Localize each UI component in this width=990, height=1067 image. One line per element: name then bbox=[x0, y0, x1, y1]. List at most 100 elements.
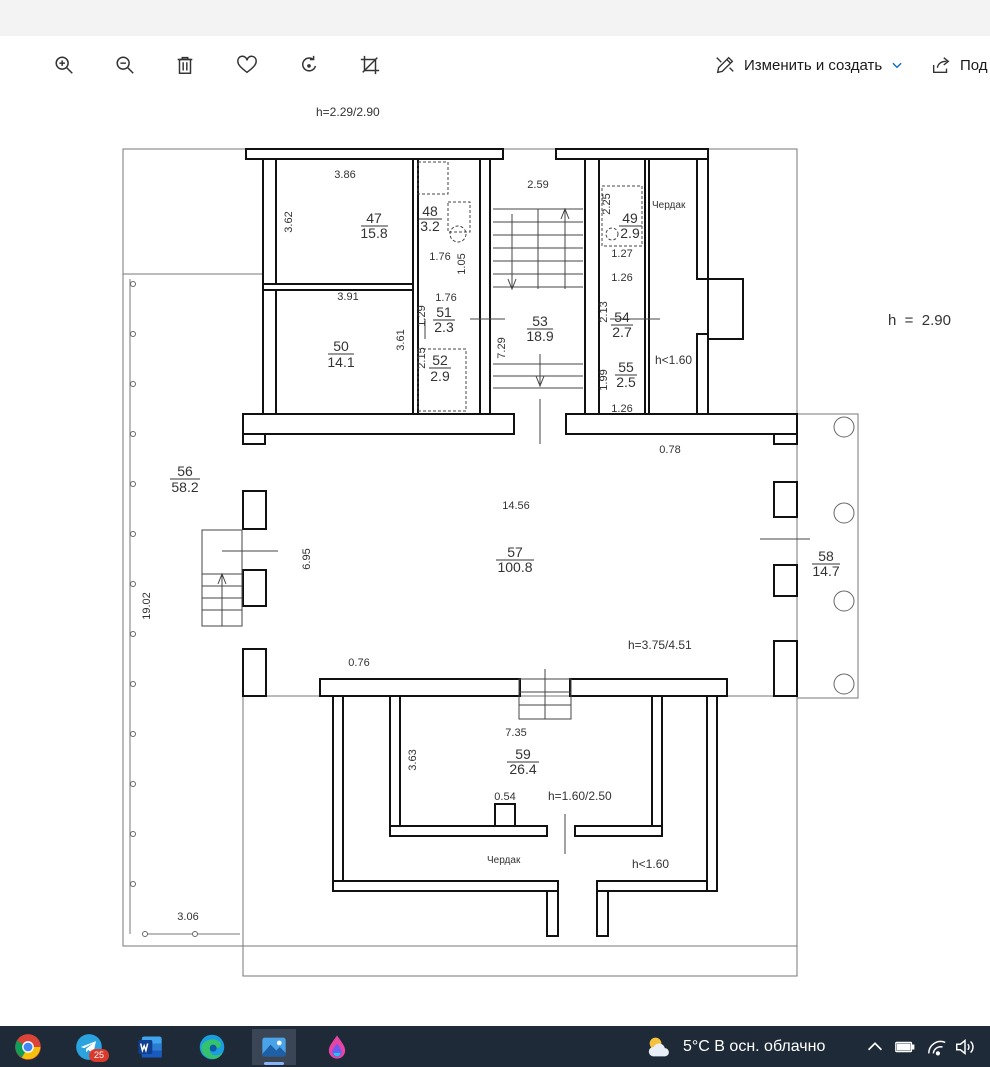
room-47-number: 47 bbox=[366, 210, 382, 226]
room-58-area: 14.7 bbox=[812, 563, 839, 579]
dim-2-59: 2.59 bbox=[527, 179, 548, 191]
height-label-upper-right: h<1.60 bbox=[655, 353, 692, 367]
room-51-number: 51 bbox=[436, 304, 452, 320]
dim-1-99: 1.99 bbox=[598, 369, 610, 390]
weather-widget[interactable]: 5°C В осн. облачно bbox=[645, 1026, 825, 1067]
room-57-area: 100.8 bbox=[497, 559, 532, 575]
photos-icon bbox=[262, 1037, 286, 1057]
speaker-icon bbox=[956, 1038, 974, 1055]
room-47-area: 15.8 bbox=[360, 225, 387, 241]
dim-3-62: 3.62 bbox=[283, 211, 295, 232]
crop-button[interactable] bbox=[355, 50, 385, 80]
attic-label-bottom: Чердак bbox=[487, 855, 521, 866]
weather-text: 5°C В осн. облачно bbox=[683, 1037, 826, 1055]
room-50-number: 50 bbox=[333, 338, 349, 354]
rotate-icon bbox=[302, 55, 317, 72]
chevron-up-icon bbox=[867, 1041, 883, 1050]
partly-cloudy-icon bbox=[648, 1037, 669, 1056]
share-icon bbox=[932, 57, 950, 74]
room-58-number: 58 bbox=[818, 548, 834, 564]
show-hidden-icons-button[interactable] bbox=[864, 1026, 886, 1067]
rotate-button[interactable] bbox=[294, 50, 324, 80]
dim-3-86: 3.86 bbox=[334, 169, 355, 181]
share-button[interactable]: Под bbox=[930, 51, 988, 79]
zoom-in-button[interactable] bbox=[49, 50, 79, 80]
dim-3-61: 3.61 bbox=[395, 329, 407, 350]
room-48-number: 48 bbox=[422, 203, 438, 219]
telegram-taskbar-button[interactable]: 25 bbox=[67, 1029, 111, 1065]
room-50-area: 14.1 bbox=[327, 354, 354, 370]
dim-1-76a: 1.76 bbox=[429, 251, 450, 263]
heart-icon bbox=[237, 55, 257, 74]
floor-plan-image: h=2.29/2.90 h = 2.90 47 15.8 48 3.2 49 2… bbox=[122, 105, 951, 977]
favorite-button[interactable] bbox=[232, 50, 262, 80]
room-59-height-label: h=1.60/2.50 bbox=[548, 789, 612, 803]
chevron-down-icon bbox=[892, 62, 902, 69]
dim-3-06: 3.06 bbox=[177, 911, 198, 923]
telegram-unread-badge: 25 bbox=[89, 1049, 109, 1062]
room-53-area: 18.9 bbox=[526, 328, 553, 344]
room-54-number: 54 bbox=[614, 309, 630, 325]
edit-create-label: Изменить и создать bbox=[744, 56, 883, 74]
edit-pen-icon bbox=[716, 56, 734, 74]
zoom-out-button[interactable] bbox=[110, 50, 140, 80]
dim-7-29: 7.29 bbox=[496, 337, 508, 358]
dim-1-26a: 1.26 bbox=[611, 272, 632, 284]
dim-0-54: 0.54 bbox=[494, 791, 515, 803]
window-title-strip bbox=[0, 0, 990, 36]
dim-6-95: 6.95 bbox=[301, 548, 313, 569]
room-52-area: 2.9 bbox=[430, 368, 450, 384]
color-drop-icon bbox=[328, 1035, 346, 1059]
plan-right-height: h = 2.90 bbox=[888, 312, 951, 329]
dim-1-76b: 1.76 bbox=[435, 292, 456, 304]
dim-0-78: 0.78 bbox=[659, 444, 680, 456]
share-label: Под bbox=[960, 56, 988, 74]
delete-button[interactable] bbox=[170, 50, 200, 80]
room-51-area: 2.3 bbox=[434, 319, 454, 335]
dim-1-29: 1.29 bbox=[416, 305, 428, 326]
plan-top-height: h=2.29/2.90 bbox=[316, 105, 380, 119]
trash-icon bbox=[177, 56, 193, 74]
dim-0-76: 0.76 bbox=[348, 657, 369, 669]
room-59-number: 59 bbox=[515, 746, 531, 762]
dim-1-27: 1.27 bbox=[611, 248, 632, 260]
network-button[interactable] bbox=[926, 1026, 948, 1067]
hall-height-label: h=3.75/4.51 bbox=[628, 638, 692, 652]
wifi-icon bbox=[928, 1040, 946, 1056]
room-53-number: 53 bbox=[532, 313, 548, 329]
dim-14-56: 14.56 bbox=[502, 500, 530, 512]
room-55-area: 2.5 bbox=[616, 374, 636, 390]
room-56-area: 58.2 bbox=[171, 479, 198, 495]
image-viewer[interactable]: h=2.29/2.90 h = 2.90 47 15.8 48 3.2 49 2… bbox=[0, 94, 990, 1026]
height-label-bottom: h<1.60 bbox=[632, 857, 669, 871]
chrome-icon bbox=[15, 1034, 41, 1060]
paint-drop-taskbar-button[interactable] bbox=[315, 1029, 359, 1065]
photos-taskbar-button[interactable] bbox=[252, 1029, 296, 1065]
room-56-number: 56 bbox=[177, 463, 193, 479]
battery-button[interactable] bbox=[894, 1026, 916, 1067]
chrome-taskbar-button[interactable] bbox=[6, 1029, 50, 1065]
dim-7-35: 7.35 bbox=[505, 727, 526, 739]
word-taskbar-button[interactable] bbox=[128, 1029, 172, 1065]
zoom-out-icon bbox=[116, 56, 134, 74]
dim-3-91: 3.91 bbox=[337, 291, 358, 303]
zoom-in-icon bbox=[55, 56, 73, 74]
volume-button[interactable] bbox=[954, 1026, 976, 1067]
photo-viewer-toolbar: Изменить и создать Под bbox=[0, 36, 990, 94]
room-55-number: 55 bbox=[618, 359, 634, 375]
crop-icon bbox=[360, 55, 380, 75]
edge-taskbar-button[interactable] bbox=[190, 1029, 234, 1065]
room-49-number: 49 bbox=[622, 210, 638, 226]
windows-taskbar: 25 5°C В осн. облачно bbox=[0, 1026, 990, 1067]
room-49-area: 2.9 bbox=[620, 225, 640, 241]
dim-2-15: 2.15 bbox=[416, 347, 428, 368]
battery-icon bbox=[895, 1041, 915, 1052]
room-52-number: 52 bbox=[432, 352, 448, 368]
dim-2-25: 2.25 bbox=[601, 193, 613, 214]
dim-1-05: 1.05 bbox=[456, 253, 468, 274]
room-48-area: 3.2 bbox=[420, 218, 440, 234]
room-59-area: 26.4 bbox=[509, 761, 536, 777]
attic-label-top: Чердак bbox=[652, 200, 686, 211]
edge-icon bbox=[199, 1034, 225, 1060]
edit-create-button[interactable]: Изменить и создать bbox=[714, 51, 904, 79]
